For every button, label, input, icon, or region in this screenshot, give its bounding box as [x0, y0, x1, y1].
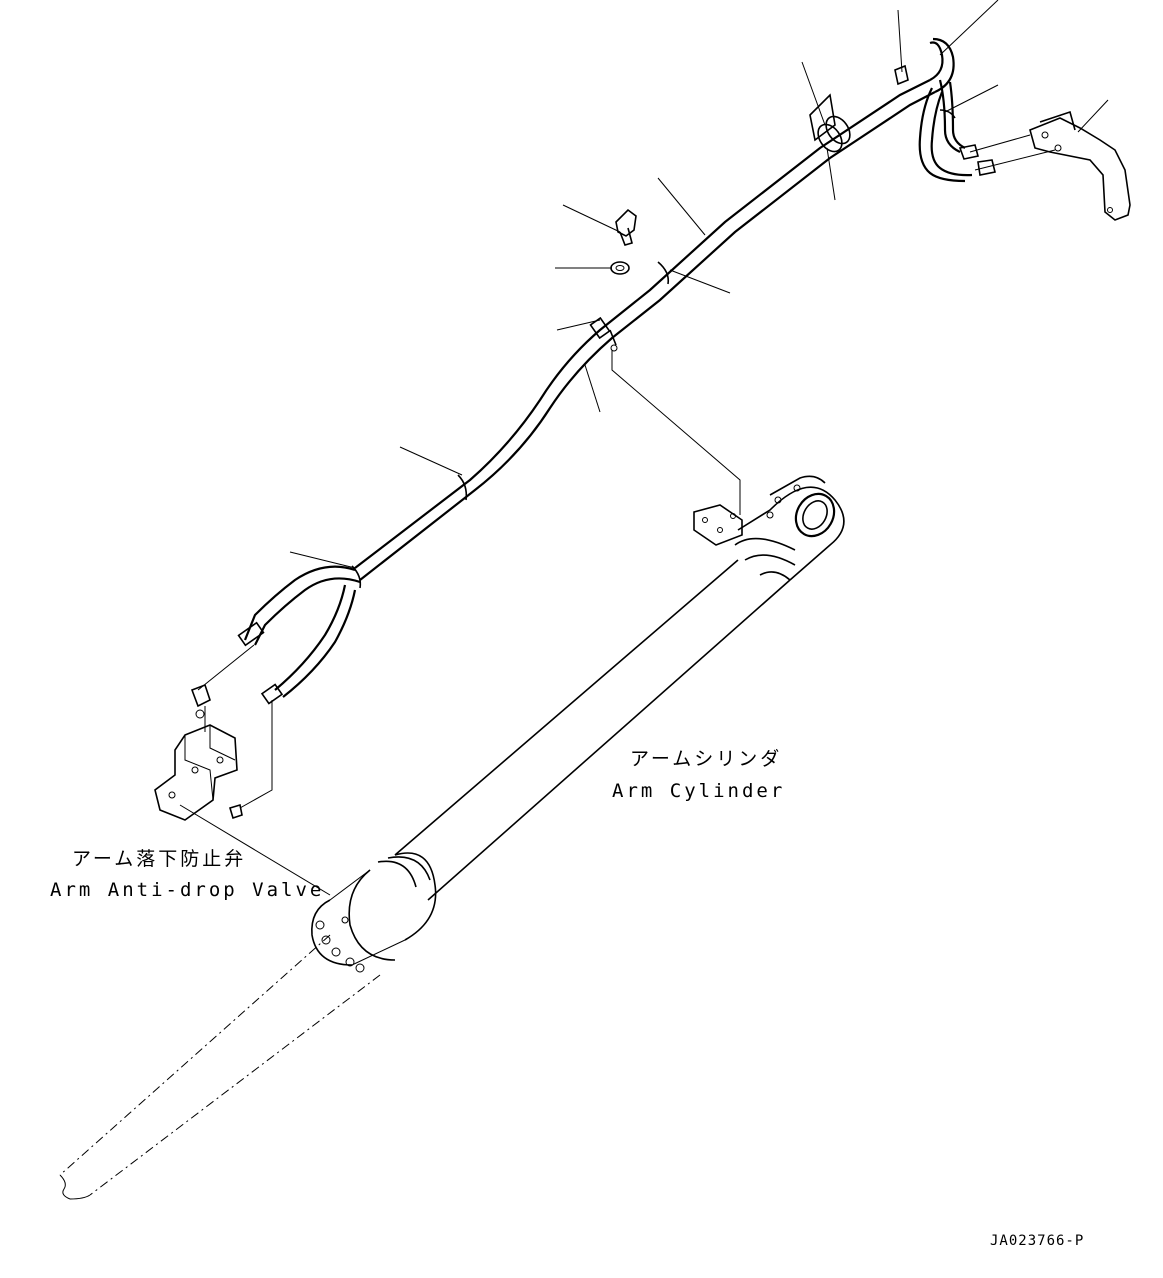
- anti-drop-valve-label-jp: アーム落下防止弁: [72, 848, 247, 870]
- drawing-number: JA023766-P: [990, 1233, 1085, 1249]
- arm-cylinder-label-jp: アームシリンダ: [630, 748, 783, 770]
- callout-leaders: [289, 0, 1109, 569]
- arm-cylinder: [59, 475, 845, 1200]
- hose-assembly: [237, 37, 973, 705]
- anti-drop-valve-label-en: Arm Anti-drop Valve: [50, 879, 325, 901]
- arm-cylinder-label-en: Arm Cylinder: [612, 780, 786, 802]
- anti-drop-valve: [154, 683, 243, 821]
- upper-bracket: [958, 110, 1131, 221]
